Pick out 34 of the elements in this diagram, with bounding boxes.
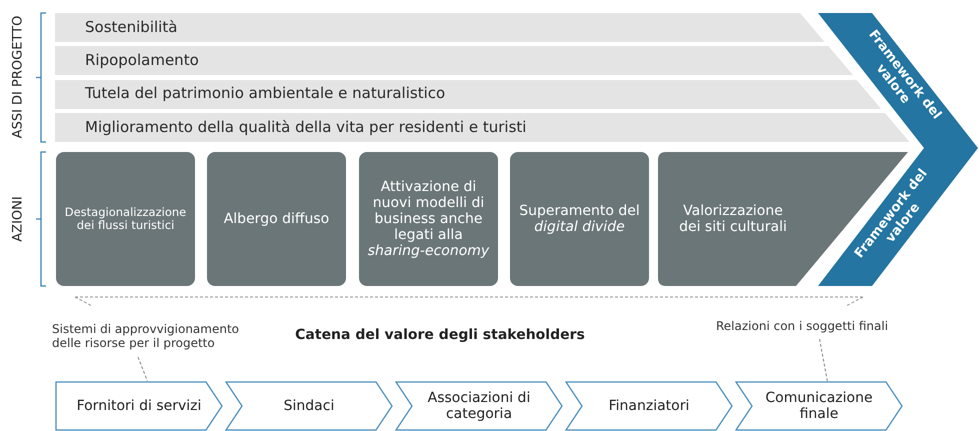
action-box: [359, 152, 498, 286]
leader-line: [138, 356, 148, 382]
section-label: AZIONI: [10, 196, 26, 242]
note-text: Sistemi di approvvigionamento delle risorse per il progetto: [52, 321, 240, 352]
stakeholder-label: Fornitori di servizi: [76, 396, 202, 416]
band-label: Ripopolamento: [85, 50, 199, 72]
axis-band: [55, 112, 910, 142]
stakeholder-label: Associazioni di categoria: [426, 388, 532, 424]
axis-band: [55, 13, 825, 42]
action-box: [56, 152, 195, 286]
stakeholder-step: [565, 381, 733, 431]
action-label: Attivazione di nuovi modelli di business anche legati alla sharing-economy: [366, 178, 490, 262]
band-label: Tutela del patrimonio ambientale e naturalistico: [85, 83, 446, 104]
action-label: Valorizzazione dei siti culturali: [678, 202, 788, 237]
action-box: [207, 152, 346, 286]
stakeholder-step: [55, 381, 223, 431]
action-label: Destagionalizzazione dei flussi turistici: [64, 204, 188, 234]
action-label: Superamento del digital divide: [518, 202, 641, 237]
section-label: ASSI DI PROGETTO: [10, 16, 26, 138]
band-label: Miglioramento della qualità della vita per residenti e turisti: [85, 116, 526, 138]
framework-band: [818, 13, 979, 286]
stakeholder-label: Finanziatori: [608, 396, 690, 416]
stakeholder-step: [225, 381, 393, 431]
stakeholder-label: Comunicazione finale: [764, 388, 874, 424]
leader-line: [819, 338, 828, 382]
band-label: Sostenibilità: [85, 16, 178, 38]
axis-band: [55, 46, 853, 76]
chain-title: Catena del valore degli stakeholders: [295, 327, 585, 343]
stakeholder-step: [395, 381, 563, 431]
stakeholder-step: [735, 381, 903, 431]
stakeholder-label: Sindaci: [282, 396, 336, 416]
note-text: Relazioni con i soggetti finali: [716, 318, 890, 336]
action-label: Albergo diffuso: [222, 210, 330, 229]
action-box: [510, 152, 649, 286]
